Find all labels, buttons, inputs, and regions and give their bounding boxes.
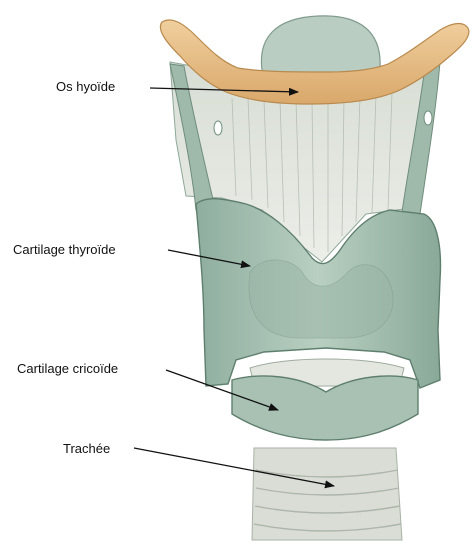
thyroid-cartilage-label: Cartilage thyroïde: [13, 242, 116, 257]
trachea-label: Trachée: [63, 441, 110, 456]
trachea-shape: [252, 448, 402, 540]
left-foramen-shape: [214, 121, 222, 135]
hyoid-bone-label: Os hyoïde: [56, 79, 115, 94]
right-foramen-shape: [424, 111, 432, 125]
cricoid-cartilage-label: Cartilage cricoïde: [17, 361, 118, 376]
